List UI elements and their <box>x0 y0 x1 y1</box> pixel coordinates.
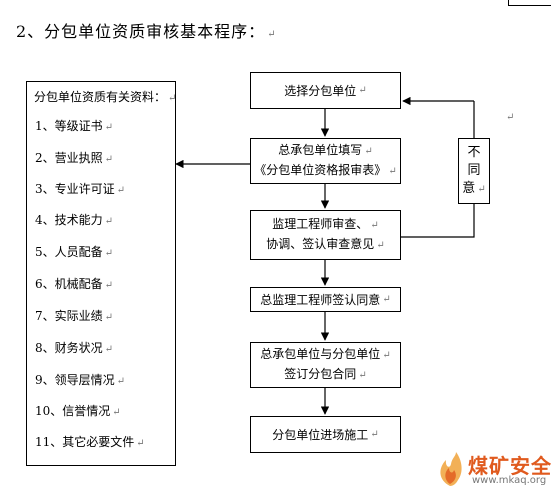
flow-step-sign-contract: 总承包单位与分包单位↵签订分包合同↵ <box>250 342 401 388</box>
materials-list-box: 分包单位资质有关资料：↵ 1、等级证书↵ 2、营业执照↵ 3、专业许可证↵ 4、… <box>26 81 176 466</box>
materials-item: 9、领导层情况↵ <box>35 373 126 387</box>
watermark-url: www.mkaq.org <box>472 475 547 486</box>
materials-item: 6、机械配备↵ <box>35 277 114 291</box>
flow-step-chief-approval: 总监理工程师签认同意↵ <box>250 287 401 312</box>
section-heading: 2、分包单位资质审核基本程序：↵ <box>16 18 277 42</box>
page-corner-line <box>508 0 551 6</box>
watermark-name: 煤矿安全网 <box>468 454 551 478</box>
materials-item: 10、信誉情况↵ <box>35 404 121 418</box>
materials-item: 8、财务状况↵ <box>35 341 114 355</box>
materials-item: 3、专业许可证↵ <box>35 182 126 196</box>
reject-label-box: 不同意↵ <box>458 138 490 204</box>
paragraph-mark-icon: ↵ <box>168 93 177 104</box>
flow-step-supervisor-review: 监理工程师审查、↵协调、签认审查意见↵ <box>250 210 401 260</box>
materials-item: 5、人员配备↵ <box>35 245 114 259</box>
paragraph-mark-icon: ↵ <box>506 112 515 123</box>
materials-item: 7、实际业绩↵ <box>35 309 114 323</box>
materials-item: 2、营业执照↵ <box>35 151 114 165</box>
site-watermark: 煤矿安全网 www.mkaq.org <box>432 448 551 492</box>
flame-logo-icon <box>440 452 462 486</box>
materials-title: 分包单位资质有关资料：↵ <box>34 90 177 104</box>
flow-step-select-subcontractor: 选择分包单位↵ <box>250 72 401 109</box>
flow-step-fill-form: 总承包单位填写↵《分包单位资格报审表》↵ <box>250 138 401 184</box>
paragraph-mark-icon: ↵ <box>267 29 277 40</box>
materials-item: 4、技术能力↵ <box>35 213 114 227</box>
materials-item: 1、等级证书↵ <box>35 119 114 133</box>
materials-item: 11、其它必要文件↵ <box>35 435 145 449</box>
heading-text: 2、分包单位资质审核基本程序： <box>16 22 266 41</box>
flow-step-enter-site: 分包单位进场施工↵ <box>250 416 401 453</box>
